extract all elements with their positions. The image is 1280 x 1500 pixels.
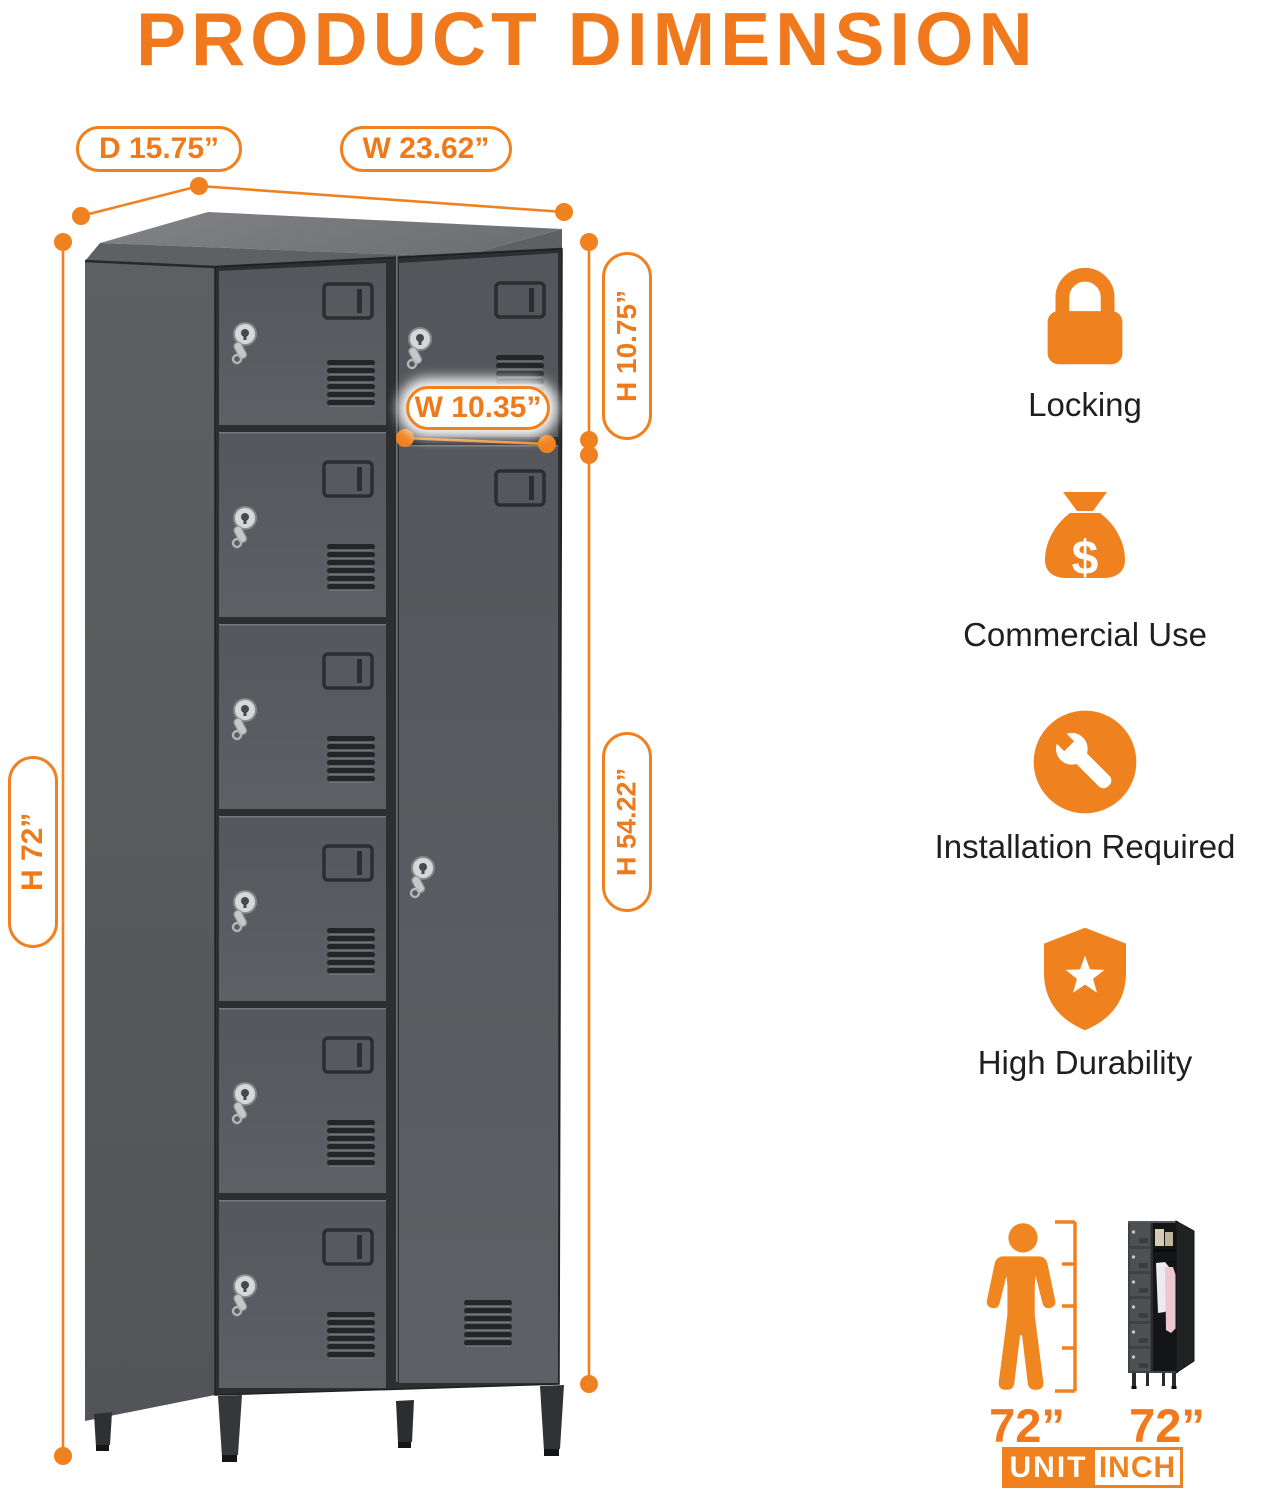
feature-label: High Durability <box>977 1044 1193 1081</box>
unit-badge: UNIT INCH <box>1002 1447 1183 1488</box>
locker-legs <box>94 1385 564 1462</box>
unit-value: INCH <box>1095 1447 1183 1488</box>
door-width-dimension-label: W 10.35” <box>406 386 550 430</box>
feature-installation-required: Installation Required <box>905 706 1265 866</box>
locker-top-surface <box>100 212 562 257</box>
feature-locking: Locking <box>905 258 1265 424</box>
wrench-icon <box>1033 710 1137 814</box>
locker-illustration <box>54 177 598 1465</box>
page-title: PRODUCT DIMENSION <box>136 0 1038 81</box>
dimension-lines <box>54 177 598 1465</box>
shield-star-icon <box>1043 927 1127 1031</box>
mini-locker-image <box>1128 1220 1195 1389</box>
width-dimension-label: W 23.62” <box>340 126 512 172</box>
feature-label: Locking <box>1028 386 1142 423</box>
small-door-height-dimension-label: H 10.75” <box>602 252 652 440</box>
depth-dimension-label: D 15.75” <box>76 126 242 172</box>
money-bag-icon: $ <box>1045 492 1125 585</box>
locker-top-bevel <box>85 229 562 267</box>
locker-door-column-left <box>219 263 386 1388</box>
person-icon <box>986 1223 1056 1390</box>
locker-height-label: 72” <box>1129 1399 1205 1452</box>
svg-text:$: $ <box>1072 532 1099 585</box>
padlock-icon <box>1047 267 1123 365</box>
feature-label: Installation Required <box>934 828 1236 865</box>
locker-side-panel <box>85 261 215 1421</box>
unit-label: UNIT <box>1002 1447 1095 1488</box>
tall-door-height-dimension-label: H 54.22” <box>602 732 652 912</box>
feature-high-durability: High Durability <box>905 924 1265 1082</box>
person-height-label: 72” <box>989 1399 1065 1452</box>
overall-height-dimension-label: H 72” <box>8 756 58 948</box>
locker-door-tall <box>399 445 558 1383</box>
feature-label: Commercial Use <box>963 616 1207 653</box>
height-ruler-icon <box>1055 1220 1077 1393</box>
feature-commercial-use: $ Commercial Use <box>905 490 1265 654</box>
